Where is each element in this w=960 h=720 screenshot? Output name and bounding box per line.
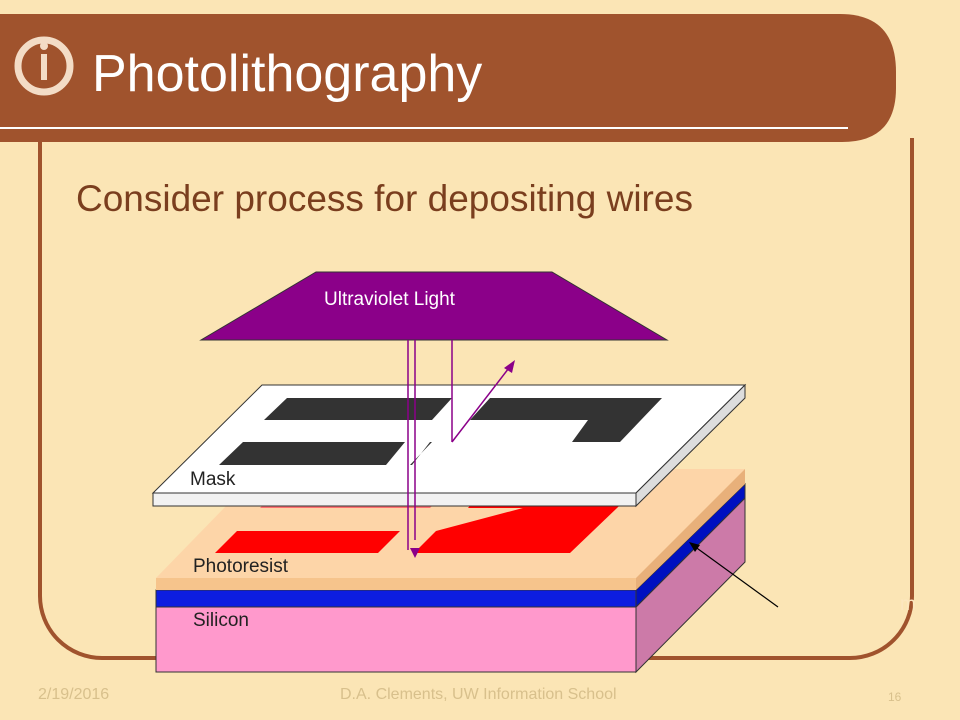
mask-pattern-right (410, 398, 662, 465)
silicon-label: Silicon (193, 610, 249, 631)
uv-ray-arrowhead (410, 548, 420, 558)
photoresist-front (156, 578, 636, 590)
uv-light-label: Ultraviolet Light (324, 289, 455, 310)
uv-ray-reflected (451, 363, 513, 443)
uv-light-source (199, 271, 669, 341)
photoresist-side (636, 469, 745, 590)
slide-subtitle: Consider process for depositing wires (76, 178, 693, 219)
mask-side (635, 383, 746, 508)
oxide-pointer-line (693, 545, 779, 608)
mask-label: Mask (190, 469, 236, 490)
slide-title: Photolithography (92, 45, 483, 103)
footer-credit: D.A. Clements, UW Information School (340, 686, 617, 703)
mask-front (152, 492, 637, 507)
mask-pattern-left-upper (264, 398, 452, 420)
footer-date: 2/19/2016 (38, 686, 110, 703)
photoresist-label: Photoresist (193, 556, 289, 577)
mask-pattern-left-lower (219, 442, 405, 465)
uv-reflected-arrowhead (504, 360, 515, 373)
footer-page-number: 16 (888, 690, 902, 704)
oxide-pointer-arrowhead (689, 542, 700, 552)
header-bar (0, 14, 896, 142)
oxide-front (155, 589, 637, 608)
school-logo-icon (14, 36, 74, 96)
clipped-edge-text: m (900, 594, 916, 615)
exposed-pattern-left-lower (215, 531, 400, 553)
